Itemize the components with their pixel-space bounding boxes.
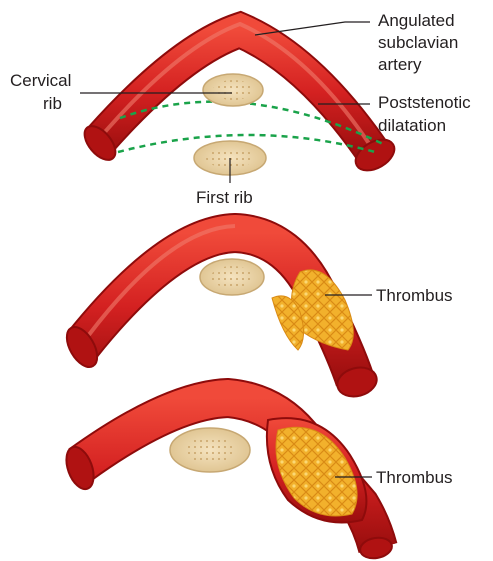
rib-panel3 xyxy=(170,428,250,472)
label-artery: artery xyxy=(378,55,422,74)
rib-panel2 xyxy=(200,259,264,295)
label-cervical-rib: rib xyxy=(43,94,62,113)
label-poststenotic: Poststenotic xyxy=(378,93,471,112)
panel-advanced-thrombus: Thrombus xyxy=(61,398,452,561)
label-first-rib: First rib xyxy=(196,188,253,207)
label-cervical: Cervical xyxy=(10,71,71,90)
cervical-rib xyxy=(203,74,263,106)
label-subclavian: subclavian xyxy=(378,33,458,52)
label-thrombus-middle: Thrombus xyxy=(376,286,453,305)
panel-angulated-artery: Angulated subclavian artery Cervical rib… xyxy=(10,11,471,207)
label-dilatation: dilatation xyxy=(378,116,446,135)
label-thrombus-bottom: Thrombus xyxy=(376,468,453,487)
label-angulated: Angulated xyxy=(378,11,455,30)
thrombus-advanced xyxy=(276,427,357,516)
panel-early-thrombus: Thrombus xyxy=(61,226,453,401)
